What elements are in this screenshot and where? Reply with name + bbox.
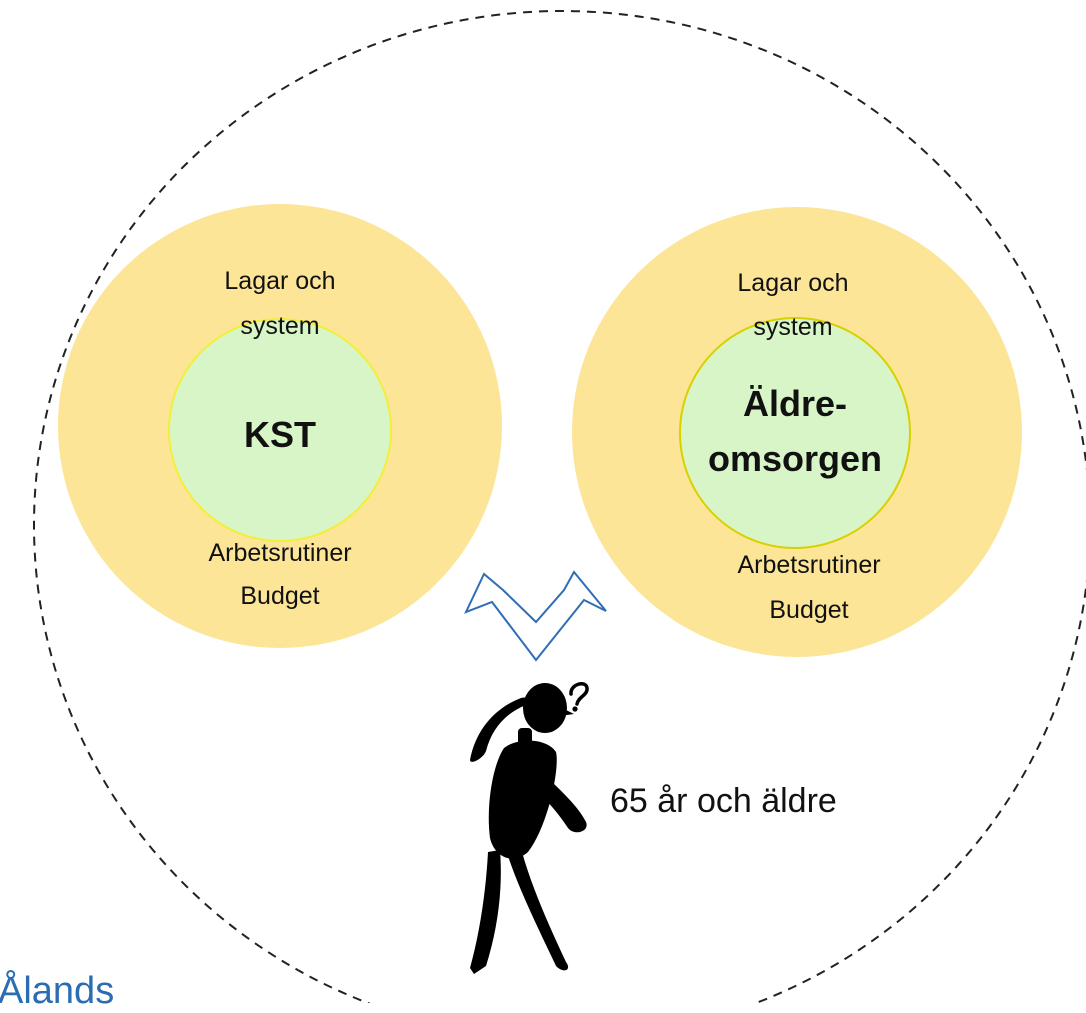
left-core-label: KST <box>244 414 316 455</box>
left-outer-bottom-line-1: Arbetsrutiner <box>208 539 352 567</box>
thinking-person-icon <box>470 682 589 974</box>
left-circle-group <box>58 204 502 648</box>
right-core-label-line-2: omsorgen <box>707 438 883 479</box>
double-up-arrow-icon <box>464 570 607 662</box>
left-outer-bottom-line-2: Budget <box>240 582 320 610</box>
left-outer-top-line-2: system <box>240 312 320 340</box>
right-outer-top-line-1: Lagar och <box>737 269 849 297</box>
right-circle-group <box>572 207 1022 657</box>
right-outer-bottom-line-1: Arbetsrutiner <box>737 551 881 579</box>
right-outer-top-line-2: system <box>753 313 833 341</box>
left-core-circle <box>168 318 392 542</box>
right-core-label-line-1: Äldre- <box>742 383 847 424</box>
right-core-circle <box>679 317 911 549</box>
alands-logo-text: Ålands <box>0 970 115 1012</box>
person-caption: 65 år och äldre <box>610 782 837 820</box>
left-outer-top-line-1: Lagar och <box>224 267 336 295</box>
right-outer-bottom-line-2: Budget <box>769 596 849 624</box>
dashed-boundary <box>33 10 1086 1003</box>
